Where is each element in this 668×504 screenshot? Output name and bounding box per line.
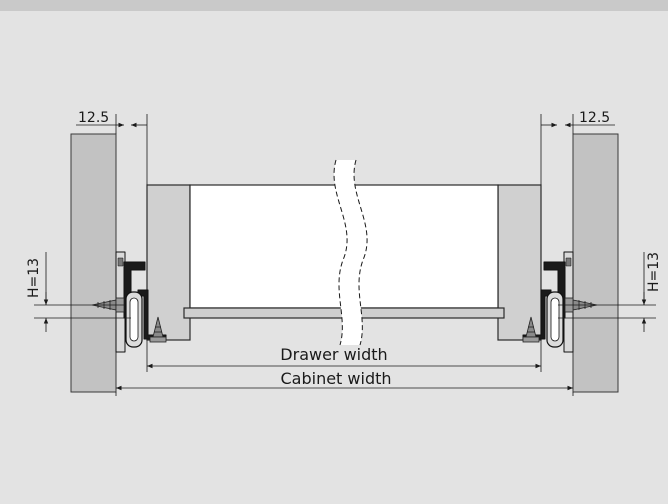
cabinet-width-label: Cabinet width [280, 369, 391, 388]
right-gap-label: 12.5 [579, 110, 610, 126]
break-mark [333, 159, 368, 346]
top-bar [0, 0, 668, 11]
left-gap-label: 12.5 [78, 110, 109, 126]
left-cabinet-panel [70, 133, 117, 393]
right-screw-vertical [522, 316, 540, 343]
left-height-label: H=13 [26, 258, 42, 298]
drawer-width-label: Drawer width [280, 345, 387, 364]
extension-lines [34, 114, 656, 396]
left-screw-vertical [149, 316, 167, 343]
right-height-label: H=13 [646, 252, 662, 292]
drawer-left-side [146, 184, 191, 341]
drawer-right-side [497, 184, 542, 341]
right-cabinet-panel [572, 133, 619, 393]
